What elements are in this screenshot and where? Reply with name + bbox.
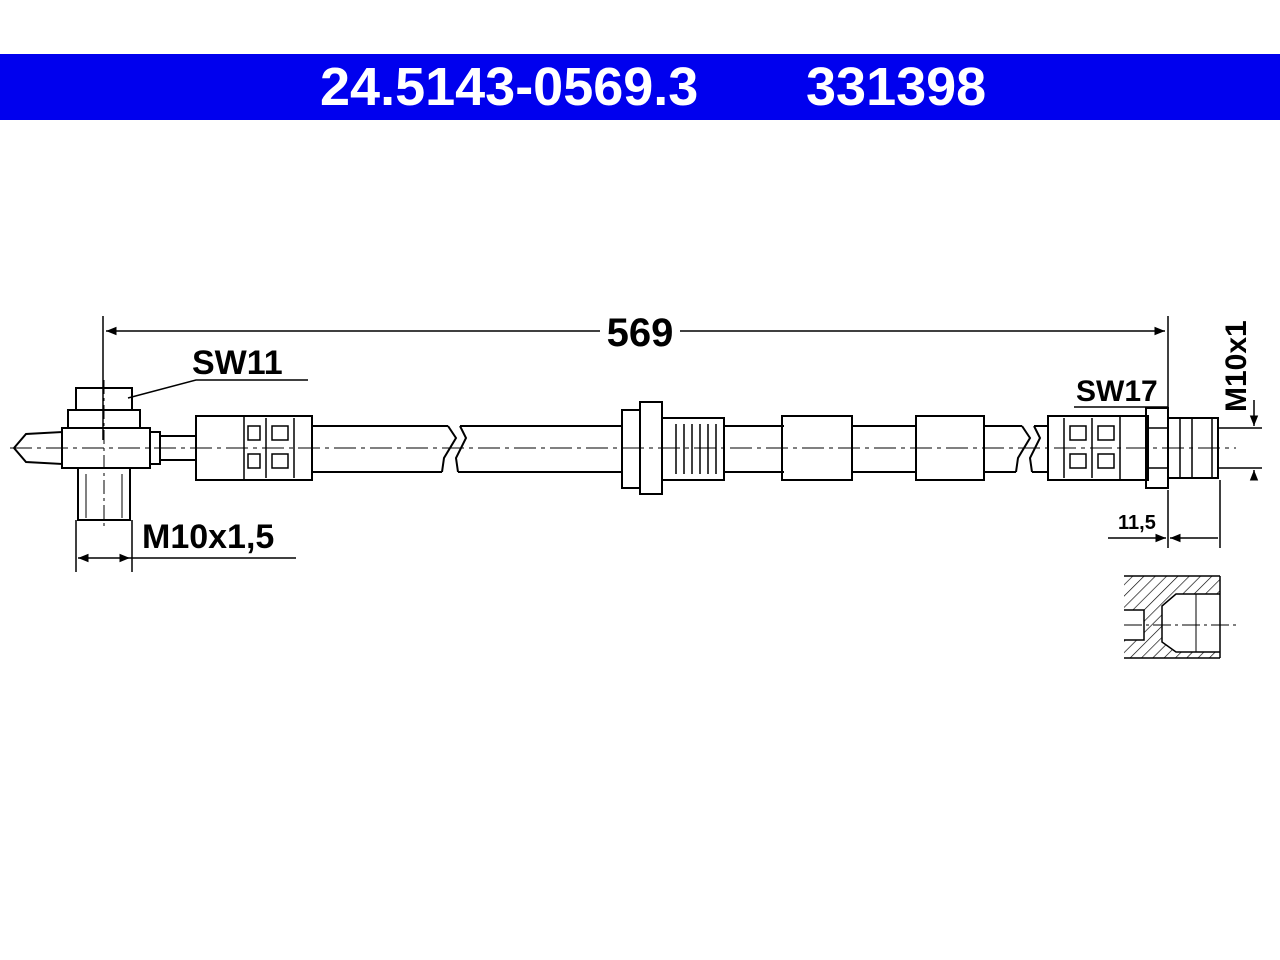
right-thread-dimension [1218,400,1262,481]
left-banjo-fitting [12,387,197,521]
m10x1-5-label: M10x1,5 [142,518,274,556]
sw17-label: SW17 [1076,375,1158,408]
header-bar: 24.5143-0569.3 331398 [0,54,1280,120]
part-number: 24.5143-0569.3 [320,57,699,117]
hose-body [312,425,1048,473]
depth-label: 11,5 [1118,512,1156,534]
port-section-view [1124,575,1236,659]
sw11-leader [127,379,308,399]
left-thread-dimension [75,520,296,572]
reference-number: 331398 [806,57,987,117]
m10x1-label: M10x1 [1220,320,1253,412]
sw11-label: SW11 [192,344,283,382]
length-dimension [102,316,1169,440]
depth-dimension [1108,480,1221,548]
length-label: 569 [607,311,674,355]
